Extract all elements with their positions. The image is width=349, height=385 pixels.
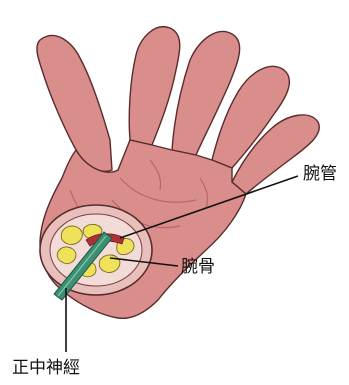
thumb [37,35,112,171]
carpal-bone [57,247,76,264]
label-carpal-bones: 腕骨 [181,259,215,276]
index-finger [129,27,180,145]
carpal-bone [99,255,120,273]
label-carpal-tunnel: 腕管 [303,166,337,183]
label-median-nerve: 正中神經 [12,360,80,377]
carpal-bone [61,226,82,244]
